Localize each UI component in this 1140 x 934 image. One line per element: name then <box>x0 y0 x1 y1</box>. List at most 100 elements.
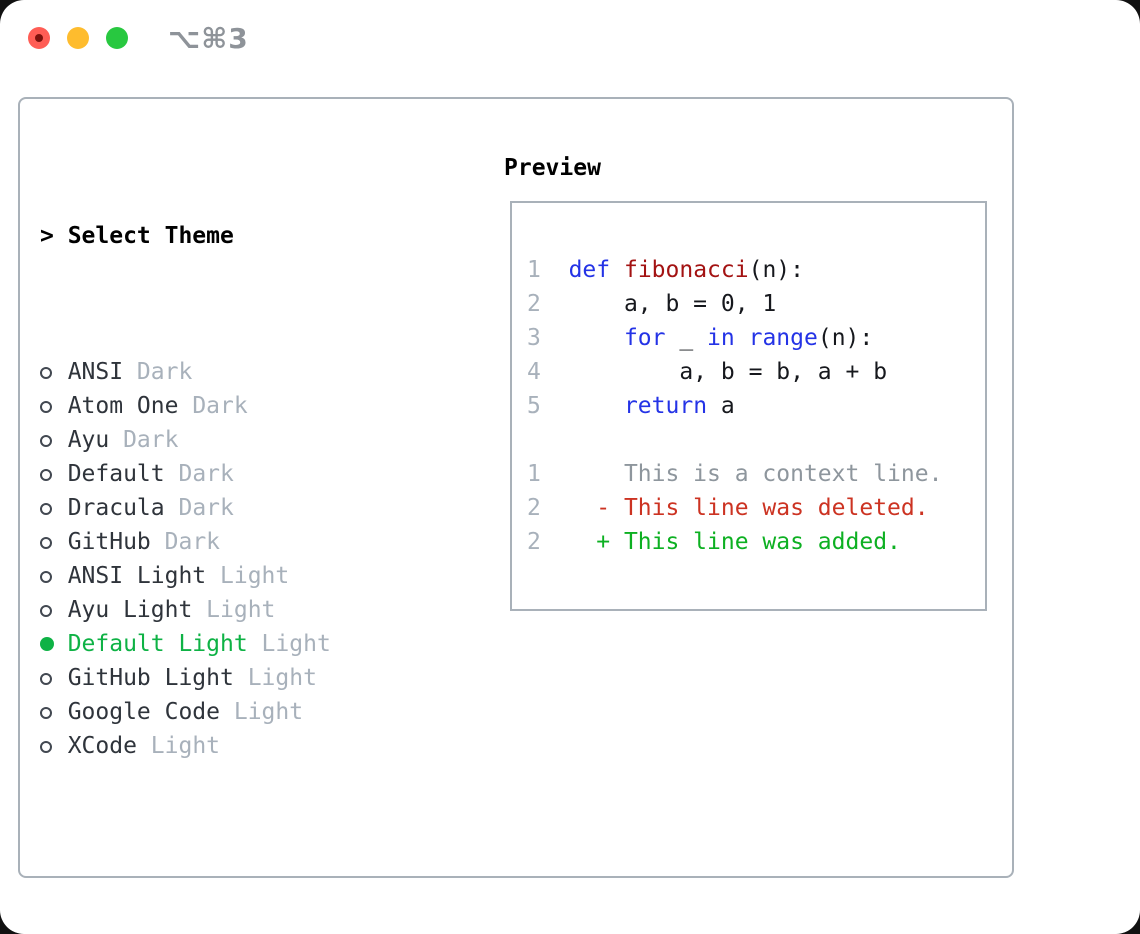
code-token <box>569 393 624 419</box>
diff-line: 2 - This line was deleted. <box>527 491 985 525</box>
theme-variant-label: Light <box>247 631 331 657</box>
theme-variant-label: Light <box>136 733 221 759</box>
theme-option-label: Google Code <box>67 699 221 725</box>
radio-dot <box>40 707 52 719</box>
theme-option-label: ANSI <box>67 359 124 385</box>
code-token <box>610 257 624 283</box>
theme-option-xcode[interactable]: XCode Light <box>40 729 428 763</box>
select-theme-heading: > Select Theme <box>40 219 428 253</box>
theme-option-atom-one[interactable]: Atom One Dark <box>40 389 428 423</box>
line-number: 3 <box>527 325 541 351</box>
theme-option-ayu-light[interactable]: Ayu Light Light <box>40 593 428 627</box>
radio-icon <box>40 661 68 695</box>
radio-dot <box>40 571 52 583</box>
select-theme-heading-label: Select Theme <box>67 223 234 249</box>
theme-option-github[interactable]: GitHub Dark <box>40 525 428 559</box>
code-token: - This line was deleted. <box>568 495 929 521</box>
theme-option-ansi[interactable]: ANSI Dark <box>40 355 428 389</box>
window-title-shortcut: ⌥⌘3 <box>168 22 249 55</box>
theme-option-dracula[interactable]: Dracula Dark <box>40 491 428 525</box>
prompt-icon: > <box>40 223 54 249</box>
close-button-icon[interactable] <box>28 27 50 49</box>
code-token: _ <box>665 325 708 351</box>
radio-icon <box>40 389 68 423</box>
code-line: 3 for _ in range(n): <box>527 321 985 355</box>
code-token: def <box>568 257 611 283</box>
line-number: 5 <box>527 393 541 419</box>
theme-variant-label: Dark <box>164 461 234 487</box>
zoom-button-icon[interactable] <box>106 27 128 49</box>
line-number: 1 <box>527 257 541 283</box>
radio-dot <box>40 469 52 481</box>
radio-dot <box>40 741 52 753</box>
radio-dot <box>40 435 52 447</box>
theme-variant-label: Light <box>220 699 304 725</box>
code-token: fibonacci <box>623 257 749 283</box>
theme-option-label: GitHub Light <box>67 665 234 691</box>
radio-icon <box>40 491 68 525</box>
radio-icon <box>40 695 68 729</box>
theme-variant-label: Light <box>233 665 317 691</box>
code-token: + This line was added. <box>568 529 901 555</box>
code-line: 4 a, b = b, a + b <box>527 355 985 389</box>
theme-option-label: Atom One <box>67 393 179 419</box>
radio-icon <box>40 457 68 491</box>
code-line: 2 a, b = 0, 1 <box>527 287 985 321</box>
code-token: in <box>707 325 735 351</box>
code-token <box>541 359 569 385</box>
theme-variant-label: Dark <box>123 359 193 385</box>
line-number: 2 <box>527 495 541 521</box>
code-token: a <box>707 393 735 419</box>
code-token <box>541 325 569 351</box>
theme-option-label: Default Light <box>67 631 248 657</box>
radio-icon <box>40 423 68 457</box>
titlebar: ⌥⌘3 <box>0 0 1140 76</box>
blank-line <box>527 423 985 457</box>
code-token <box>735 325 749 351</box>
radio-icon <box>40 593 68 627</box>
theme-variant-label: Light <box>192 597 276 623</box>
theme-option-google-code[interactable]: Google Code Light <box>40 695 428 729</box>
code-token: a, b = b, a + b <box>568 359 888 385</box>
theme-option-default-light[interactable]: Default Light Light <box>40 627 428 661</box>
minimize-button-icon[interactable] <box>67 27 89 49</box>
radio-dot <box>40 537 52 549</box>
code-token <box>541 393 569 419</box>
radio-dot <box>40 605 52 617</box>
theme-variant-label: Dark <box>178 393 248 419</box>
theme-option-default[interactable]: Default Dark <box>40 457 428 491</box>
radio-icon <box>40 525 68 559</box>
code-token: for <box>623 325 666 351</box>
theme-variant-label: Light <box>206 563 290 589</box>
diff-line: 1 This is a context line. <box>527 457 985 491</box>
theme-option-ansi-light[interactable]: ANSI Light Light <box>40 559 428 593</box>
radio-dot <box>40 401 52 413</box>
code-token: (n): <box>748 257 804 283</box>
theme-option-label: ANSI Light <box>67 563 207 589</box>
line-number: 2 <box>527 529 541 555</box>
radio-icon <box>40 559 68 593</box>
code-token: range <box>748 325 818 351</box>
code-line: 1 def fibonacci(n): <box>527 253 985 287</box>
code-token <box>541 495 569 521</box>
code-token <box>541 529 569 555</box>
code-token: a, b = 0, 1 <box>568 291 777 317</box>
theme-option-github-light[interactable]: GitHub Light Light <box>40 661 428 695</box>
code-token <box>541 291 569 317</box>
theme-option-label: XCode <box>67 733 137 759</box>
code-token: return <box>623 393 708 419</box>
radio-dot <box>40 367 52 379</box>
spacer <box>40 865 428 899</box>
theme-option-ayu[interactable]: Ayu Dark <box>40 423 428 457</box>
line-number: 4 <box>527 359 541 385</box>
code-line: 5 return a <box>527 389 985 423</box>
radio-dot <box>40 503 52 515</box>
code-token <box>541 461 569 487</box>
radio-dot <box>40 637 54 651</box>
